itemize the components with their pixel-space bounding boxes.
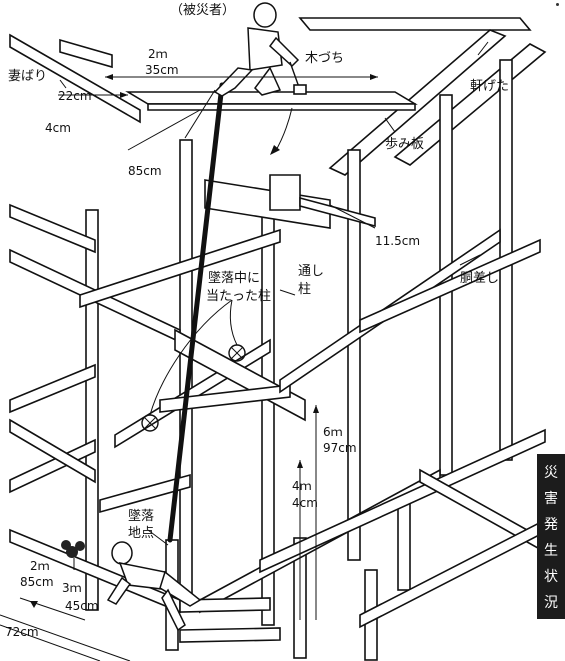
dim-3m: 3ｍ [62,581,82,595]
side-tab-char: 状 [544,569,558,585]
dim-85cm-top: 85cm [128,164,162,178]
dim-22cm: 22cm [58,89,92,103]
side-tab-char: 況 [544,595,558,611]
hit-markers [141,299,246,432]
fall-point-label-1: 墜落 [128,508,154,524]
toshibashira-label-1: 通し [298,264,324,279]
dim-85cm-bottom: 85cm [20,575,54,589]
mallet-label: 木づち [305,51,344,66]
hit-pillar-label-2: 当たった柱 [206,289,271,304]
dim-45cm: 45cm [65,599,99,613]
dim-35cm: 35cm [145,63,179,77]
victim-label: （被災者） [170,3,235,18]
dim-11-5cm: 11.5cm [375,234,420,248]
fall-point-label-2: 地点 [128,526,154,541]
side-tab-char: 生 [544,543,558,559]
dimension-lines [0,41,489,661]
dim-2m-bottom: 2ｍ [30,559,50,573]
tsumabari-label: 妻ばり [8,69,47,84]
walkway-plank [125,91,418,111]
side-tab: 災 害 発 生 状 況 [537,454,565,619]
fallen-victim-figure [106,541,202,632]
dim-6m: 6ｍ [323,425,343,439]
hit-pillar-label-1: 墜落中に [208,270,260,286]
dim-4m: 4ｍ [292,479,312,493]
side-tab-char: 害 [544,491,558,507]
bush-icon [61,540,85,570]
ayumiita-label: 歩み板 [385,137,424,152]
nokigeta-label: 軒げた [470,79,509,94]
dim-72cm: 72cm [5,625,39,639]
side-tab-char: 災 [544,465,558,481]
dim-2m-top: 2ｍ [148,47,168,61]
dim-97cm: 97cm [323,441,357,455]
fall-path [167,82,225,543]
dosashi-label: 胴差し [460,271,499,286]
toshibashira-label-2: 柱 [298,282,311,297]
dim-4cm-mid: 4cm [292,496,318,510]
cross-beams [9,174,546,643]
corner-dot [556,3,559,6]
dim-4cm-top: 4cm [45,121,71,135]
victim-figure [213,2,307,155]
side-tab-char: 発 [544,517,558,533]
